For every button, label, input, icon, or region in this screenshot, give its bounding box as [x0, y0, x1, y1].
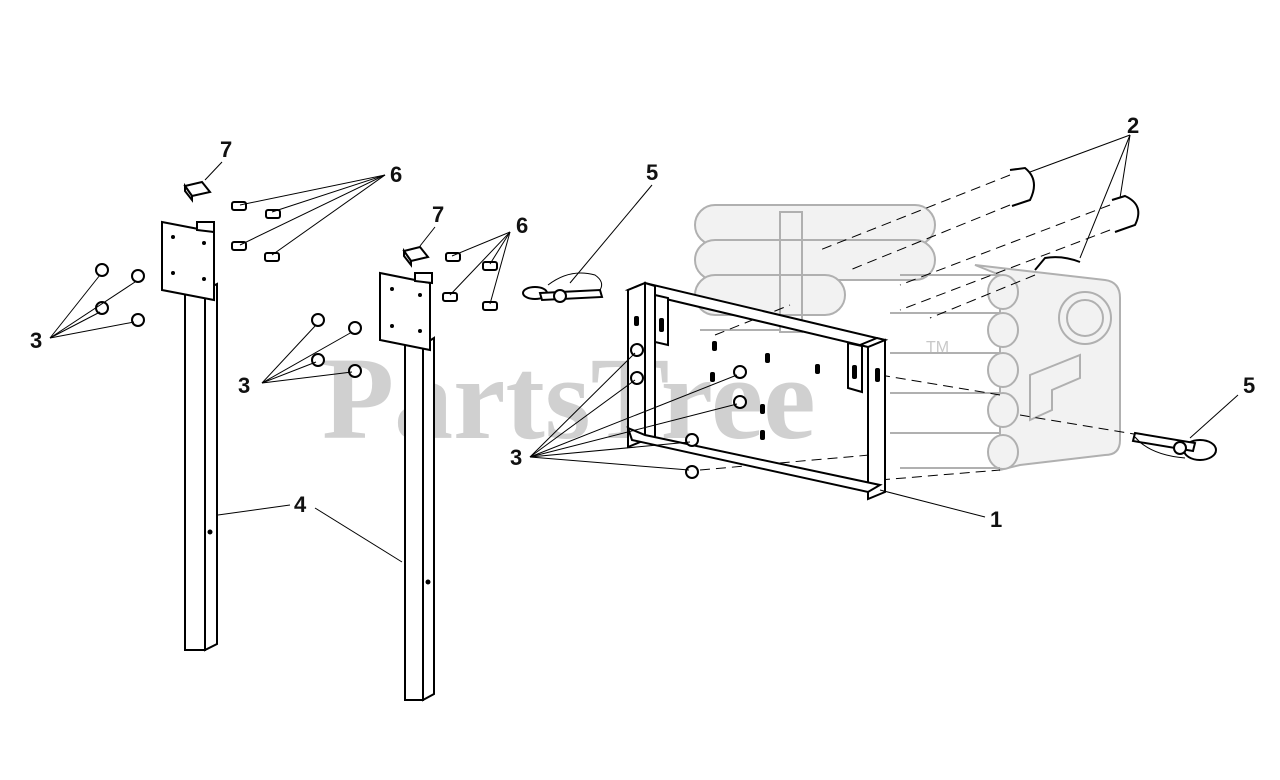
callout-frame: 1 [990, 507, 1002, 532]
watermark-trademark: TM [926, 339, 949, 356]
callout-posts: 4 [294, 492, 307, 517]
hitch-frame [529, 281, 986, 518]
callout-nuts-middle: 3 [238, 373, 250, 398]
left-bolts [231, 201, 281, 262]
callout-nuts-frame: 3 [510, 445, 522, 470]
callout-bolts-middle: 6 [516, 213, 528, 238]
middle-bolts [442, 252, 498, 311]
right-lynch-pin [1131, 394, 1239, 461]
u-bolts [1009, 134, 1140, 271]
callout-labels: 7 6 3 7 6 3 4 5 3 1 2 5 [30, 113, 1255, 532]
left-nuts [95, 263, 145, 327]
middle-nuts [311, 313, 362, 378]
middle-post-assembly [261, 226, 511, 702]
ghost-vehicle-rack [694, 204, 1121, 472]
left-post-assembly [49, 161, 386, 652]
alignment-lines [699, 174, 1141, 481]
left-lynch-pin [522, 184, 653, 303]
callout-lynch-pin-right: 5 [1243, 373, 1255, 398]
callout-lynch-pin-left: 5 [646, 160, 658, 185]
callout-caps-left: 7 [220, 137, 232, 162]
callout-u-bolts: 2 [1127, 113, 1139, 138]
callout-nuts-left: 3 [30, 328, 42, 353]
callout-caps-middle: 7 [432, 202, 444, 227]
callout-bolts-left: 6 [390, 162, 402, 187]
frame-slots [634, 316, 880, 440]
